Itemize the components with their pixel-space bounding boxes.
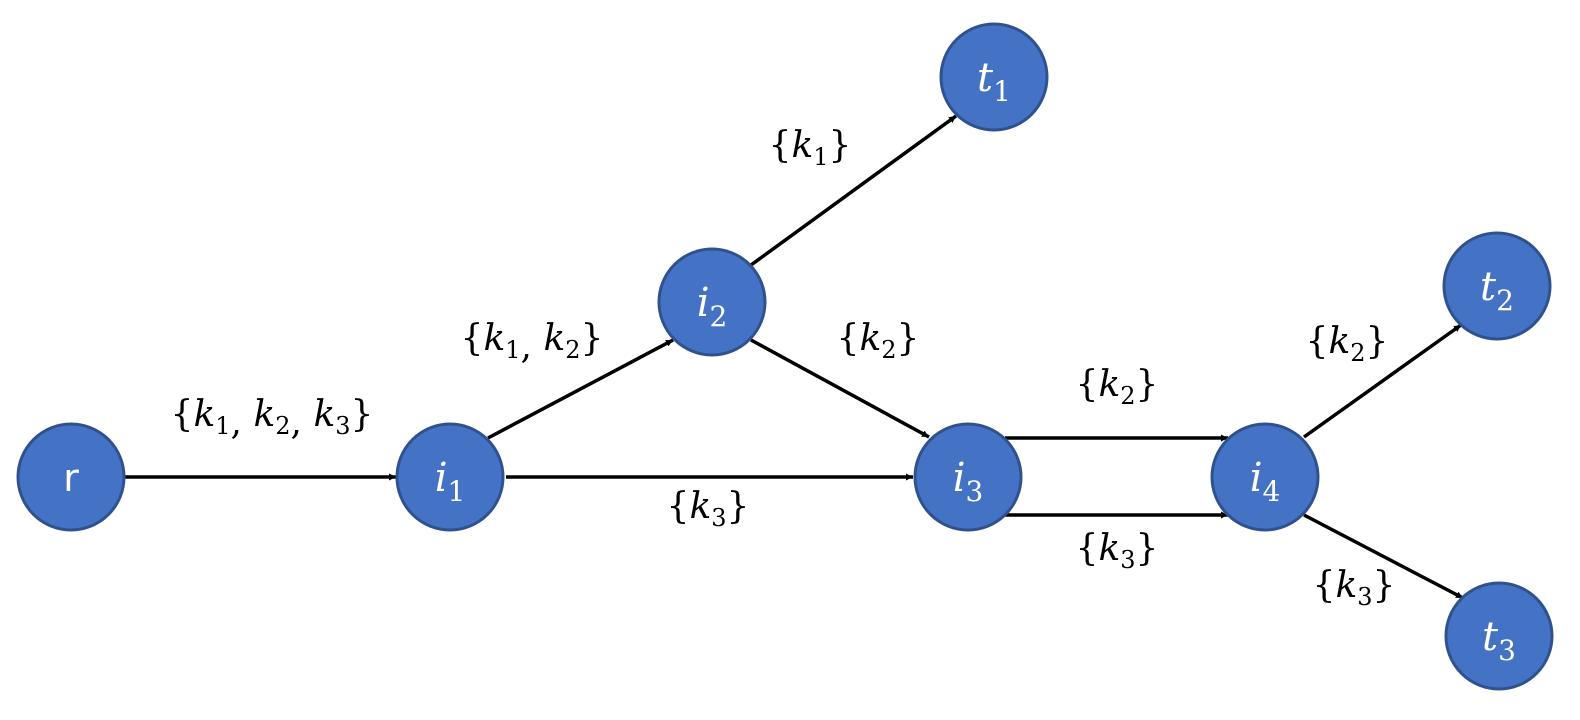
node-r: r xyxy=(16,422,126,532)
edge-label-i1-i3: {k3} xyxy=(667,486,750,532)
node-circle-i3 xyxy=(913,422,1023,532)
edges-layer xyxy=(124,114,1464,600)
node-label-t3: t3 xyxy=(1482,614,1516,667)
edge-label-i1-i2: {k1, k2} xyxy=(461,318,604,367)
node-circle-r xyxy=(16,422,126,532)
node-i1: i1 xyxy=(395,422,505,532)
node-t1: t1 xyxy=(939,22,1049,132)
edge-i4-t2 xyxy=(1302,323,1463,439)
edge-i4-t3 xyxy=(1303,513,1464,600)
node-t3: t3 xyxy=(1444,581,1554,691)
node-circle-i2 xyxy=(657,247,767,357)
edge-label-i4-t3: {k3} xyxy=(1313,565,1396,611)
node-label-r: r xyxy=(63,456,79,500)
node-label-i2: i2 xyxy=(697,280,728,333)
node-label-i4: i4 xyxy=(1250,455,1281,508)
edge-label-i2-i3: {k2} xyxy=(837,318,920,364)
node-i3: i3 xyxy=(913,422,1023,532)
edge-label-i3-i4-b: {k3} xyxy=(1076,528,1159,574)
node-label-i3: i3 xyxy=(953,455,984,508)
edge-i2-t1 xyxy=(749,114,958,267)
edge-label-i4-t2: {k2} xyxy=(1306,321,1389,367)
edge-label-i2-t1: {k1} xyxy=(769,125,852,171)
node-circle-i4 xyxy=(1210,422,1320,532)
nodes-layer: r i1 i2 i3 i4 t1 t2 t3 xyxy=(16,22,1554,691)
edge-i1-i2 xyxy=(487,338,674,440)
node-circle-t2 xyxy=(1442,231,1552,341)
edge-i2-i3 xyxy=(750,338,930,439)
node-circle-i1 xyxy=(395,422,505,532)
node-label-i1: i1 xyxy=(435,455,466,508)
node-t2: t2 xyxy=(1442,231,1552,341)
edge-labels-layer: {k1, k2, k3} {k1, k2} {k3} {k1} {k2} {k2} {k3}… xyxy=(171,125,1396,611)
node-circle-t1 xyxy=(939,22,1049,132)
edge-label-r-i1: {k1, k2, k3} xyxy=(171,394,374,443)
node-label-t1: t1 xyxy=(977,55,1011,108)
node-circle-t3 xyxy=(1444,581,1554,691)
node-i4: i4 xyxy=(1210,422,1320,532)
edge-label-i3-i4-a: {k2} xyxy=(1076,364,1159,410)
node-i2: i2 xyxy=(657,247,767,357)
node-label-t2: t2 xyxy=(1480,264,1514,317)
